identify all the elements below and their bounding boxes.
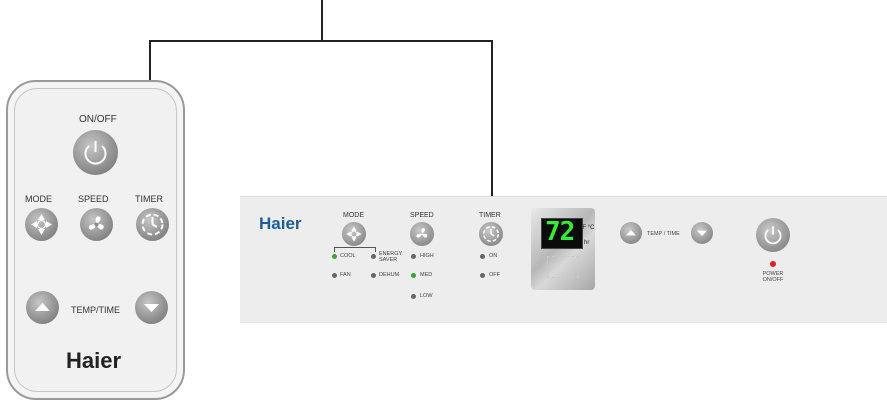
remote-power-button[interactable] [73,130,118,175]
led-med [411,273,416,278]
chevron-up-icon [35,303,50,311]
panel-brand-logo: Haier [259,214,302,233]
panel-temp-down-button[interactable] [691,222,713,244]
panel-mode-label: MODE [343,212,364,219]
display-unit-time: hr [584,240,590,246]
display-screen [541,218,583,249]
remote-on-off-label: ON/OFF [79,114,117,125]
remote-mode-label: MODE [25,194,52,204]
panel-mode-button[interactable] [342,222,366,246]
chevron-down-icon [144,304,159,312]
timer-icon [141,213,164,236]
mode-group-bracket [334,247,376,252]
led-dehum [371,273,376,278]
speed-option-high: HIGH [420,253,434,259]
power-icon [764,226,782,245]
remote-timer-button[interactable] [136,208,169,241]
remote-temp-time-label: TEMP/TIME [71,305,120,315]
remote-temp-down-button[interactable] [135,291,168,324]
timer-option-off: OFF [489,272,500,278]
led-energy-saver [371,254,376,259]
leader-line-to-panel-timer [491,40,493,223]
remote-mode-button[interactable] [25,208,58,241]
mode-option-energy-saver: ENERGY SAVER [379,251,403,263]
fan-icon [88,216,104,230]
power-indicator-led [770,261,776,267]
chevron-down-icon [697,230,707,236]
timer-icon [483,226,499,242]
led-timer-on [480,254,485,259]
leader-line-horizontal [149,40,492,42]
panel-temp-up-button[interactable] [620,222,642,244]
remote-speed-button[interactable] [80,208,113,241]
timer-option-on: ON [489,253,498,259]
remote-brand-logo: Haier [66,348,122,373]
display-reflection [547,256,579,278]
led-low [411,294,416,299]
panel-temp-time-label: TEMP / TIME [647,231,680,237]
leader-line-vertical-top [321,0,323,41]
mode-icon [346,226,362,242]
remote-temp-up-button[interactable] [26,291,59,324]
led-timer-off [480,273,485,278]
speed-option-med: MED [420,272,433,278]
display-digits: 72 [545,217,575,247]
panel-speed-button[interactable] [410,222,434,246]
mode-icon [31,214,52,235]
fan-icon [416,228,428,238]
led-fan [332,273,337,278]
panel-speed-label: SPEED [410,212,434,219]
remote-timer-label: TIMER [135,194,163,204]
display-unit-temp: °F °C [580,225,595,231]
chevron-up-icon [626,230,636,236]
panel-timer-button[interactable] [479,222,503,246]
mode-option-cool: COOL [340,253,356,259]
speed-option-low: LOW [420,293,433,299]
panel-power-button[interactable] [756,218,790,252]
remote-speed-label: SPEED [78,194,109,204]
panel-timer-label: TIMER [479,212,501,219]
led-high [411,254,416,259]
panel-power-label: POWER ON/OFF [762,271,784,283]
led-cool [332,254,337,259]
power-icon [84,141,107,165]
mode-option-fan: FAN [340,272,351,278]
mode-option-dehum: DEHUM [379,272,400,278]
